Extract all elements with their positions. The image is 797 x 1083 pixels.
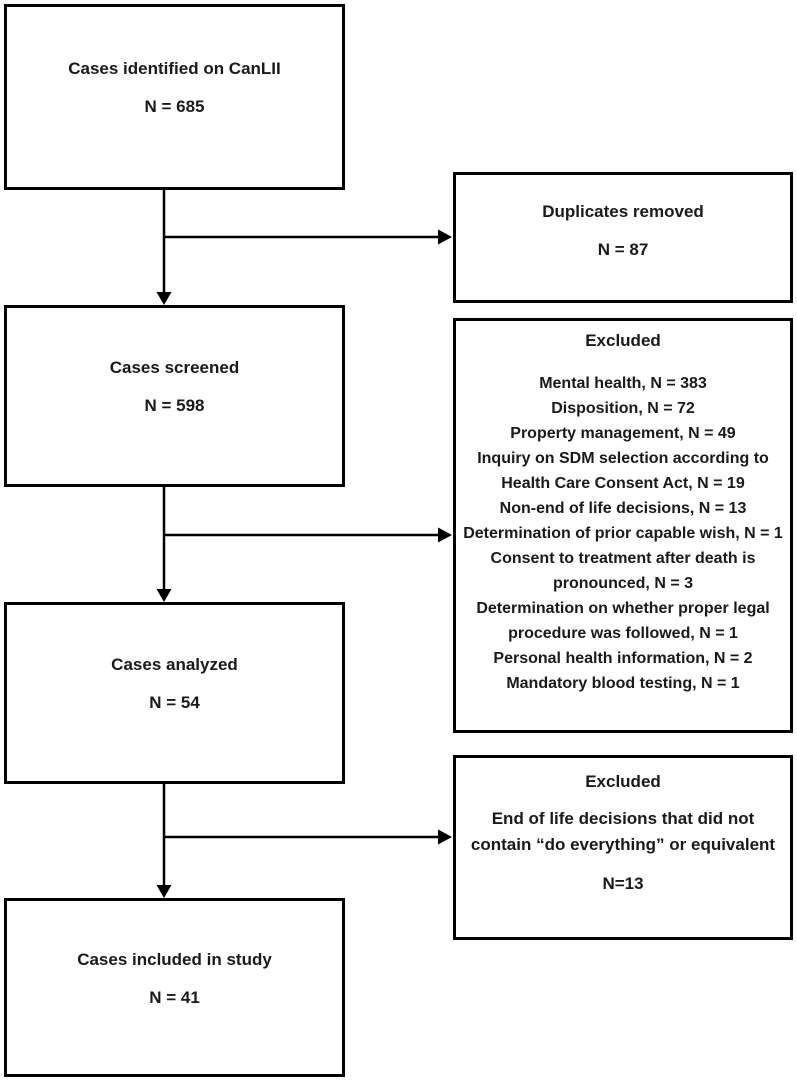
exclusion-item: Disposition, N = 72 [551,400,695,417]
box-label: Cases screened [109,358,240,377]
box-cases-included: Cases included in study N = 41 [4,898,345,1077]
arrow-to-excluded-main [164,527,452,543]
exclusion-item: Mandatory blood testing, N = 1 [506,675,740,692]
box-excluded-main: Excluded Mental health, N = 383 Disposit… [453,318,793,733]
exclusion-item: Inquiry on SDM selection according to He… [477,450,769,492]
box-count: N = 54 [149,693,200,712]
exclusion-item: Mental health, N = 383 [539,375,707,392]
arrow-analyzed-to-included [156,784,172,898]
box-cases-screened: Cases screened N = 598 [4,305,345,487]
exclusion-item: Property management, N = 49 [510,425,736,442]
box-title: Duplicates removed [542,201,704,221]
exclusion-item: Consent to treatment after death is pron… [490,550,756,592]
box-duplicates-removed: Duplicates removed N = 87 [453,172,793,303]
arrow-screened-to-analyzed [156,487,172,602]
box-label: Cases identified on CanLII [68,59,281,78]
box-excluded-end-of-life: Excluded End of life decisions that did … [453,755,793,940]
arrow-to-duplicates-removed [164,229,452,245]
box-count: N = 41 [149,987,200,1007]
box-label: Cases analyzed [111,655,238,674]
box-count: N = 598 [144,396,205,415]
box-title: Excluded [585,772,661,791]
exclusion-item: Determination on whether proper legal pr… [476,600,770,642]
arrow-identified-to-screened [156,190,172,305]
box-label: Cases included in study [77,949,272,969]
box-count: N = 87 [597,239,649,259]
box-cases-analyzed: Cases analyzed N = 54 [4,602,345,784]
arrow-to-excluded-eol [164,829,452,845]
box-title: Excluded [585,331,661,350]
exclusion-item: Personal health information, N = 2 [493,650,753,667]
exclusion-item: Non-end of life decisions, N = 13 [499,500,747,517]
box-body: End of life decisions that did not conta… [470,809,776,854]
box-count: N = 685 [144,97,205,116]
box-count: N=13 [602,874,644,893]
exclusion-item: Determination of prior capable wish, N =… [463,525,783,542]
box-cases-identified: Cases identified on CanLII N = 685 [4,4,345,190]
